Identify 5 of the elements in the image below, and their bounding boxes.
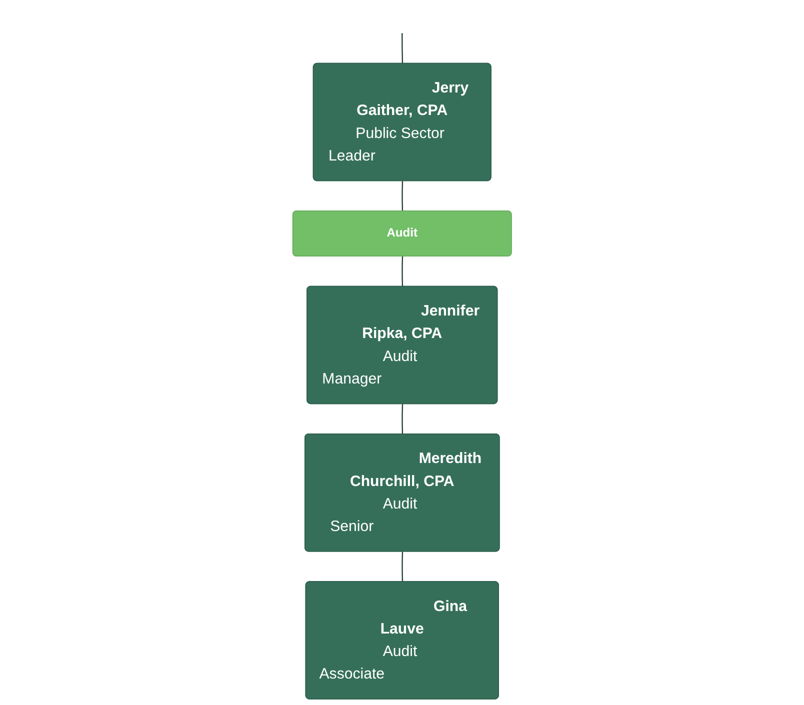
connector (402, 552, 403, 582)
connector (402, 404, 403, 434)
connector (402, 181, 403, 212)
connector (402, 256, 403, 287)
connector (401, 33, 403, 64)
